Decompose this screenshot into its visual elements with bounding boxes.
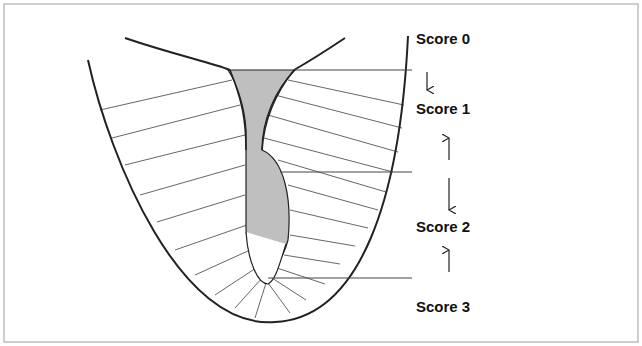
score-label: Score 3 (416, 298, 470, 316)
outer-wall (88, 36, 408, 322)
frame (4, 4, 638, 342)
upper-rim (125, 38, 345, 70)
score-label: Score 2 (416, 218, 470, 236)
level-lines (268, 70, 412, 278)
score-label: Score 1 (416, 100, 470, 118)
score-label: Score 0 (416, 30, 470, 48)
septum-edge (230, 70, 294, 150)
apex-tip (246, 232, 286, 284)
